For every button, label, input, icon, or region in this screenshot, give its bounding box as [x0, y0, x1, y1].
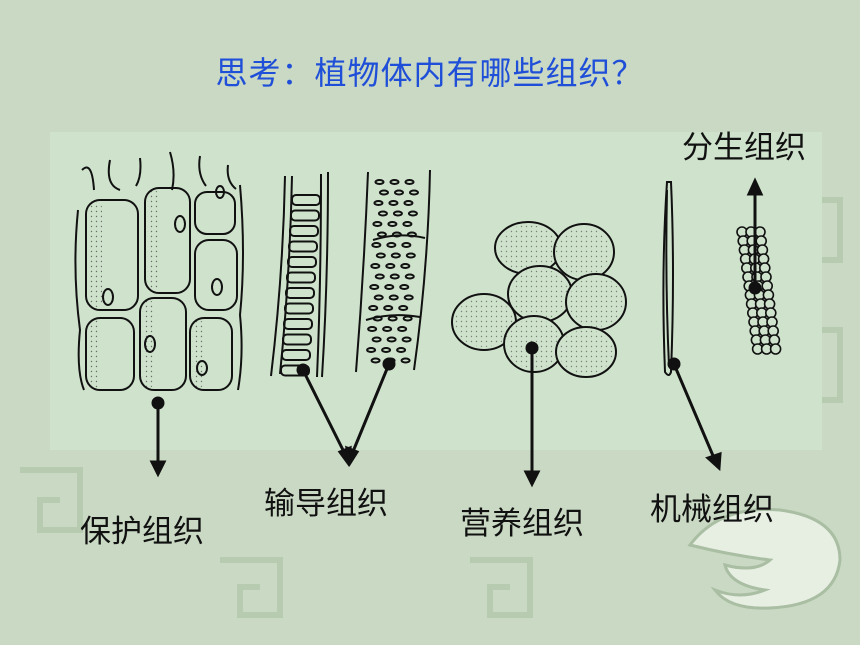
- fiber-drawing: [662, 181, 674, 376]
- diagram-panel: [50, 132, 822, 450]
- protective-tissue-drawing: [74, 151, 244, 391]
- label-protective-tissue: 保护组织: [80, 514, 204, 550]
- pointer-lines: [149, 177, 764, 488]
- label-nutritive-tissue: 营养组织: [460, 506, 584, 542]
- label-meristematic-tissue: 分生组织: [682, 130, 806, 166]
- sieve-tube-drawing: [355, 169, 431, 373]
- page-title: 思考：植物体内有哪些组织？: [215, 54, 645, 92]
- vessel-drawing: [270, 171, 329, 378]
- label-conductive-tissue: 输导组织: [264, 486, 388, 522]
- label-mechanical-tissue: 机械组织: [650, 492, 774, 528]
